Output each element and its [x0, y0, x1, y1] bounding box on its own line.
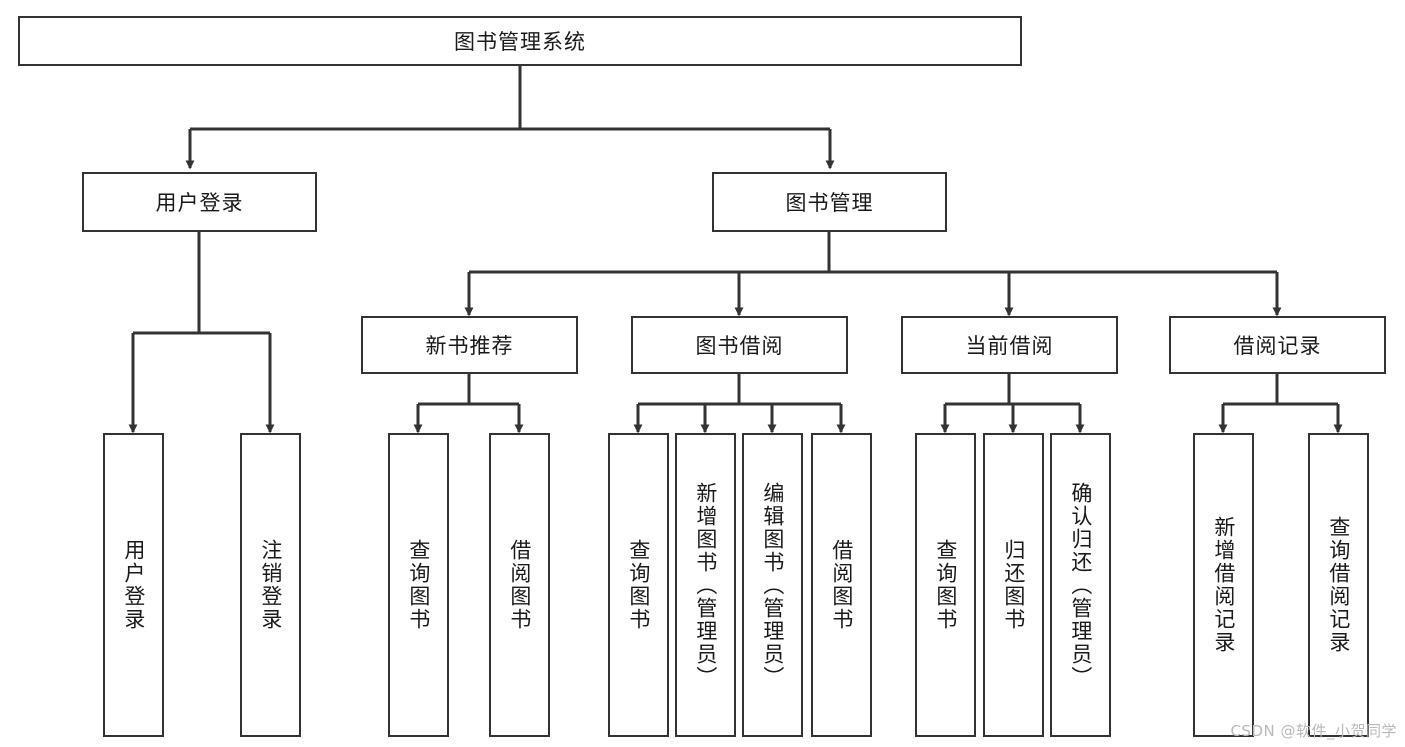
- node-borrow-record[interactable]: 借阅记录: [1169, 316, 1386, 374]
- node-new-book-recommend[interactable]: 新书推荐: [361, 316, 578, 374]
- leaf-query-book-2[interactable]: 查询图书: [608, 433, 669, 737]
- leaf-label: 查询图书: [626, 539, 651, 631]
- leaf-label: 新增借阅记录: [1211, 516, 1236, 654]
- node-user-login[interactable]: 用户登录: [82, 172, 317, 232]
- leaf-borrow-book-1[interactable]: 借阅图书: [489, 433, 550, 737]
- leaf-label: 归还图书: [1001, 539, 1026, 631]
- leaf-label: 注销登录: [258, 539, 283, 631]
- node-book-manage[interactable]: 图书管理: [712, 172, 947, 232]
- node-book-borrow[interactable]: 图书借阅: [631, 316, 848, 374]
- leaf-query-book-1[interactable]: 查询图书: [388, 433, 449, 737]
- leaf-query-book-3[interactable]: 查询图书: [915, 433, 976, 737]
- leaf-add-book[interactable]: 新增图书（管理员）: [675, 433, 736, 737]
- leaf-borrow-book-2[interactable]: 借阅图书: [811, 433, 872, 737]
- node-current-borrow[interactable]: 当前借阅: [901, 316, 1118, 374]
- leaf-label: 确认归还（管理员）: [1068, 481, 1093, 689]
- leaf-label: 新增图书（管理员）: [693, 481, 718, 689]
- leaf-label: 借阅图书: [507, 539, 532, 631]
- leaf-label: 查询借阅记录: [1326, 516, 1351, 654]
- leaf-edit-book[interactable]: 编辑图书（管理员）: [742, 433, 803, 737]
- leaf-confirm-return[interactable]: 确认归还（管理员）: [1050, 433, 1111, 737]
- leaf-return-book[interactable]: 归还图书: [983, 433, 1044, 737]
- leaf-label: 查询图书: [406, 539, 431, 631]
- leaf-query-borrow-record[interactable]: 查询借阅记录: [1308, 433, 1369, 737]
- leaf-label: 编辑图书（管理员）: [760, 481, 785, 689]
- leaf-logout[interactable]: 注销登录: [240, 433, 301, 737]
- leaf-label: 借阅图书: [829, 539, 854, 631]
- leaf-user-login[interactable]: 用户登录: [103, 433, 164, 737]
- leaf-add-borrow-record[interactable]: 新增借阅记录: [1193, 433, 1254, 737]
- node-root-system[interactable]: 图书管理系统: [18, 16, 1022, 66]
- leaf-label: 用户登录: [121, 539, 146, 631]
- leaf-label: 查询图书: [933, 539, 958, 631]
